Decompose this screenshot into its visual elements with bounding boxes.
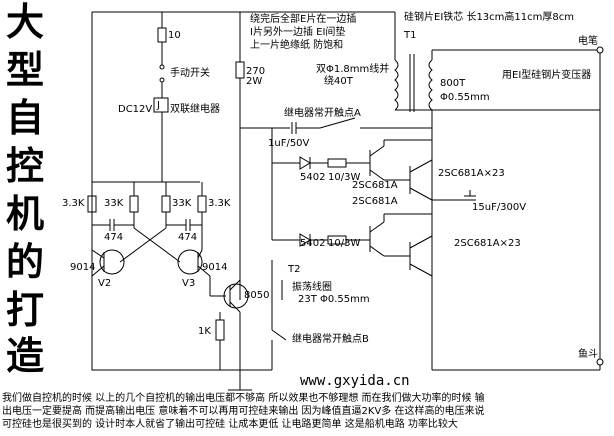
label-cap-15uf: 15uF/300V [472, 202, 527, 213]
label-r10: 10 [168, 30, 181, 41]
note-line-3: 上一片绝缘纸 防饱和 [250, 40, 344, 51]
label-relay-voltage: DC12V [118, 104, 153, 115]
label-secondary-turns: 800T [440, 78, 466, 89]
label-r33k-3: 33K [172, 198, 192, 209]
label-resistor-d1: 10/3W [328, 172, 361, 183]
title-char: 打 [6, 287, 45, 332]
title-char: 大 [6, 0, 45, 44]
label-osc-wire: 23T Φ0.55mm [298, 294, 370, 305]
label-t1: T1 [404, 30, 417, 41]
footer-line-3: 可控硅也是很买到的 设计时本人就省了输出可控硅 让成本更低 让电路更简单 这是船… [2, 419, 458, 430]
label-transistor-q1: 2SC681A [352, 180, 398, 191]
label-diode-2: 5402 [300, 238, 326, 249]
label-v3: V3 [182, 278, 196, 289]
label-resistor-d2: 10/3W [328, 238, 361, 249]
footer-line-1: 我们做自控机的时候 以上的几个自控机的输出电压都不够高 所以效果也不够理想 而在… [2, 393, 485, 404]
label-t2: T2 [288, 264, 301, 275]
label-switch: 手动开关 [170, 68, 210, 79]
title-char: 控 [6, 143, 45, 188]
label-relay-contact-a: 继电器常开触点A [284, 108, 361, 119]
label-cap-474b: 474 [178, 232, 198, 243]
label-pen: 电笔 [578, 36, 598, 47]
label-transformer-note: 用EI型硅钢片变压器 [502, 70, 592, 81]
label-r33k-4: 3.3K [208, 198, 231, 209]
label-osc-coil: 振荡线圈 [292, 282, 332, 293]
label-transistor-v2: 9014 [70, 262, 96, 273]
footer-line-2: 出电压一定要提高 而提高输出电压 意味着不可以再用可控硅来输出 因为峰值直逼2K… [2, 406, 485, 417]
title-char: 造 [6, 333, 45, 378]
label-8050: 8050 [244, 290, 270, 301]
label-transistor-pair-1: 2SC681A×23 [438, 168, 505, 179]
label-relay-contact-b: 继电器常开触点B [292, 334, 369, 345]
label-diode-1: 5402 [300, 172, 326, 183]
label-transistor-v3: 9014 [202, 262, 228, 273]
label-secondary-wire: Φ0.55mm [440, 92, 490, 103]
label-core: 硅钢片EI铁芯 长13cm高11cm厚8cm [404, 12, 574, 23]
label-r270-power: 2W [246, 76, 263, 87]
title-char: 机 [6, 191, 45, 236]
title-char: 的 [6, 239, 45, 284]
label-relay-j: J [157, 100, 160, 111]
website-watermark: www.gxyida.cn [300, 373, 410, 389]
note-line-2: I片另外一边插 EI间垫 [250, 27, 346, 38]
note-line-1: 绕完后全部E片在一边插 [250, 14, 357, 25]
label-transistor-pair-2: 2SC681A×23 [454, 238, 521, 249]
label-relay-name: 双联继电器 [170, 104, 220, 115]
label-transistor-q2: 2SC681A [352, 196, 398, 207]
title-char: 自 [6, 95, 45, 140]
label-primary-1: 双Φ1.8mm线并 [316, 64, 390, 75]
label-fish: 鱼斗 [578, 349, 598, 360]
label-r1k: 1K [198, 326, 211, 337]
label-primary-2: 绕40T [324, 76, 353, 87]
label-cap-1uf: 1uF/50V [268, 138, 310, 149]
label-v2: V2 [98, 278, 112, 289]
label-r33k-1: 3.3K [62, 198, 85, 209]
label-cap-474a: 474 [104, 232, 124, 243]
label-r33k-2: 33K [104, 198, 124, 209]
label-r270: 270 [246, 66, 266, 77]
title-char: 型 [6, 47, 45, 92]
